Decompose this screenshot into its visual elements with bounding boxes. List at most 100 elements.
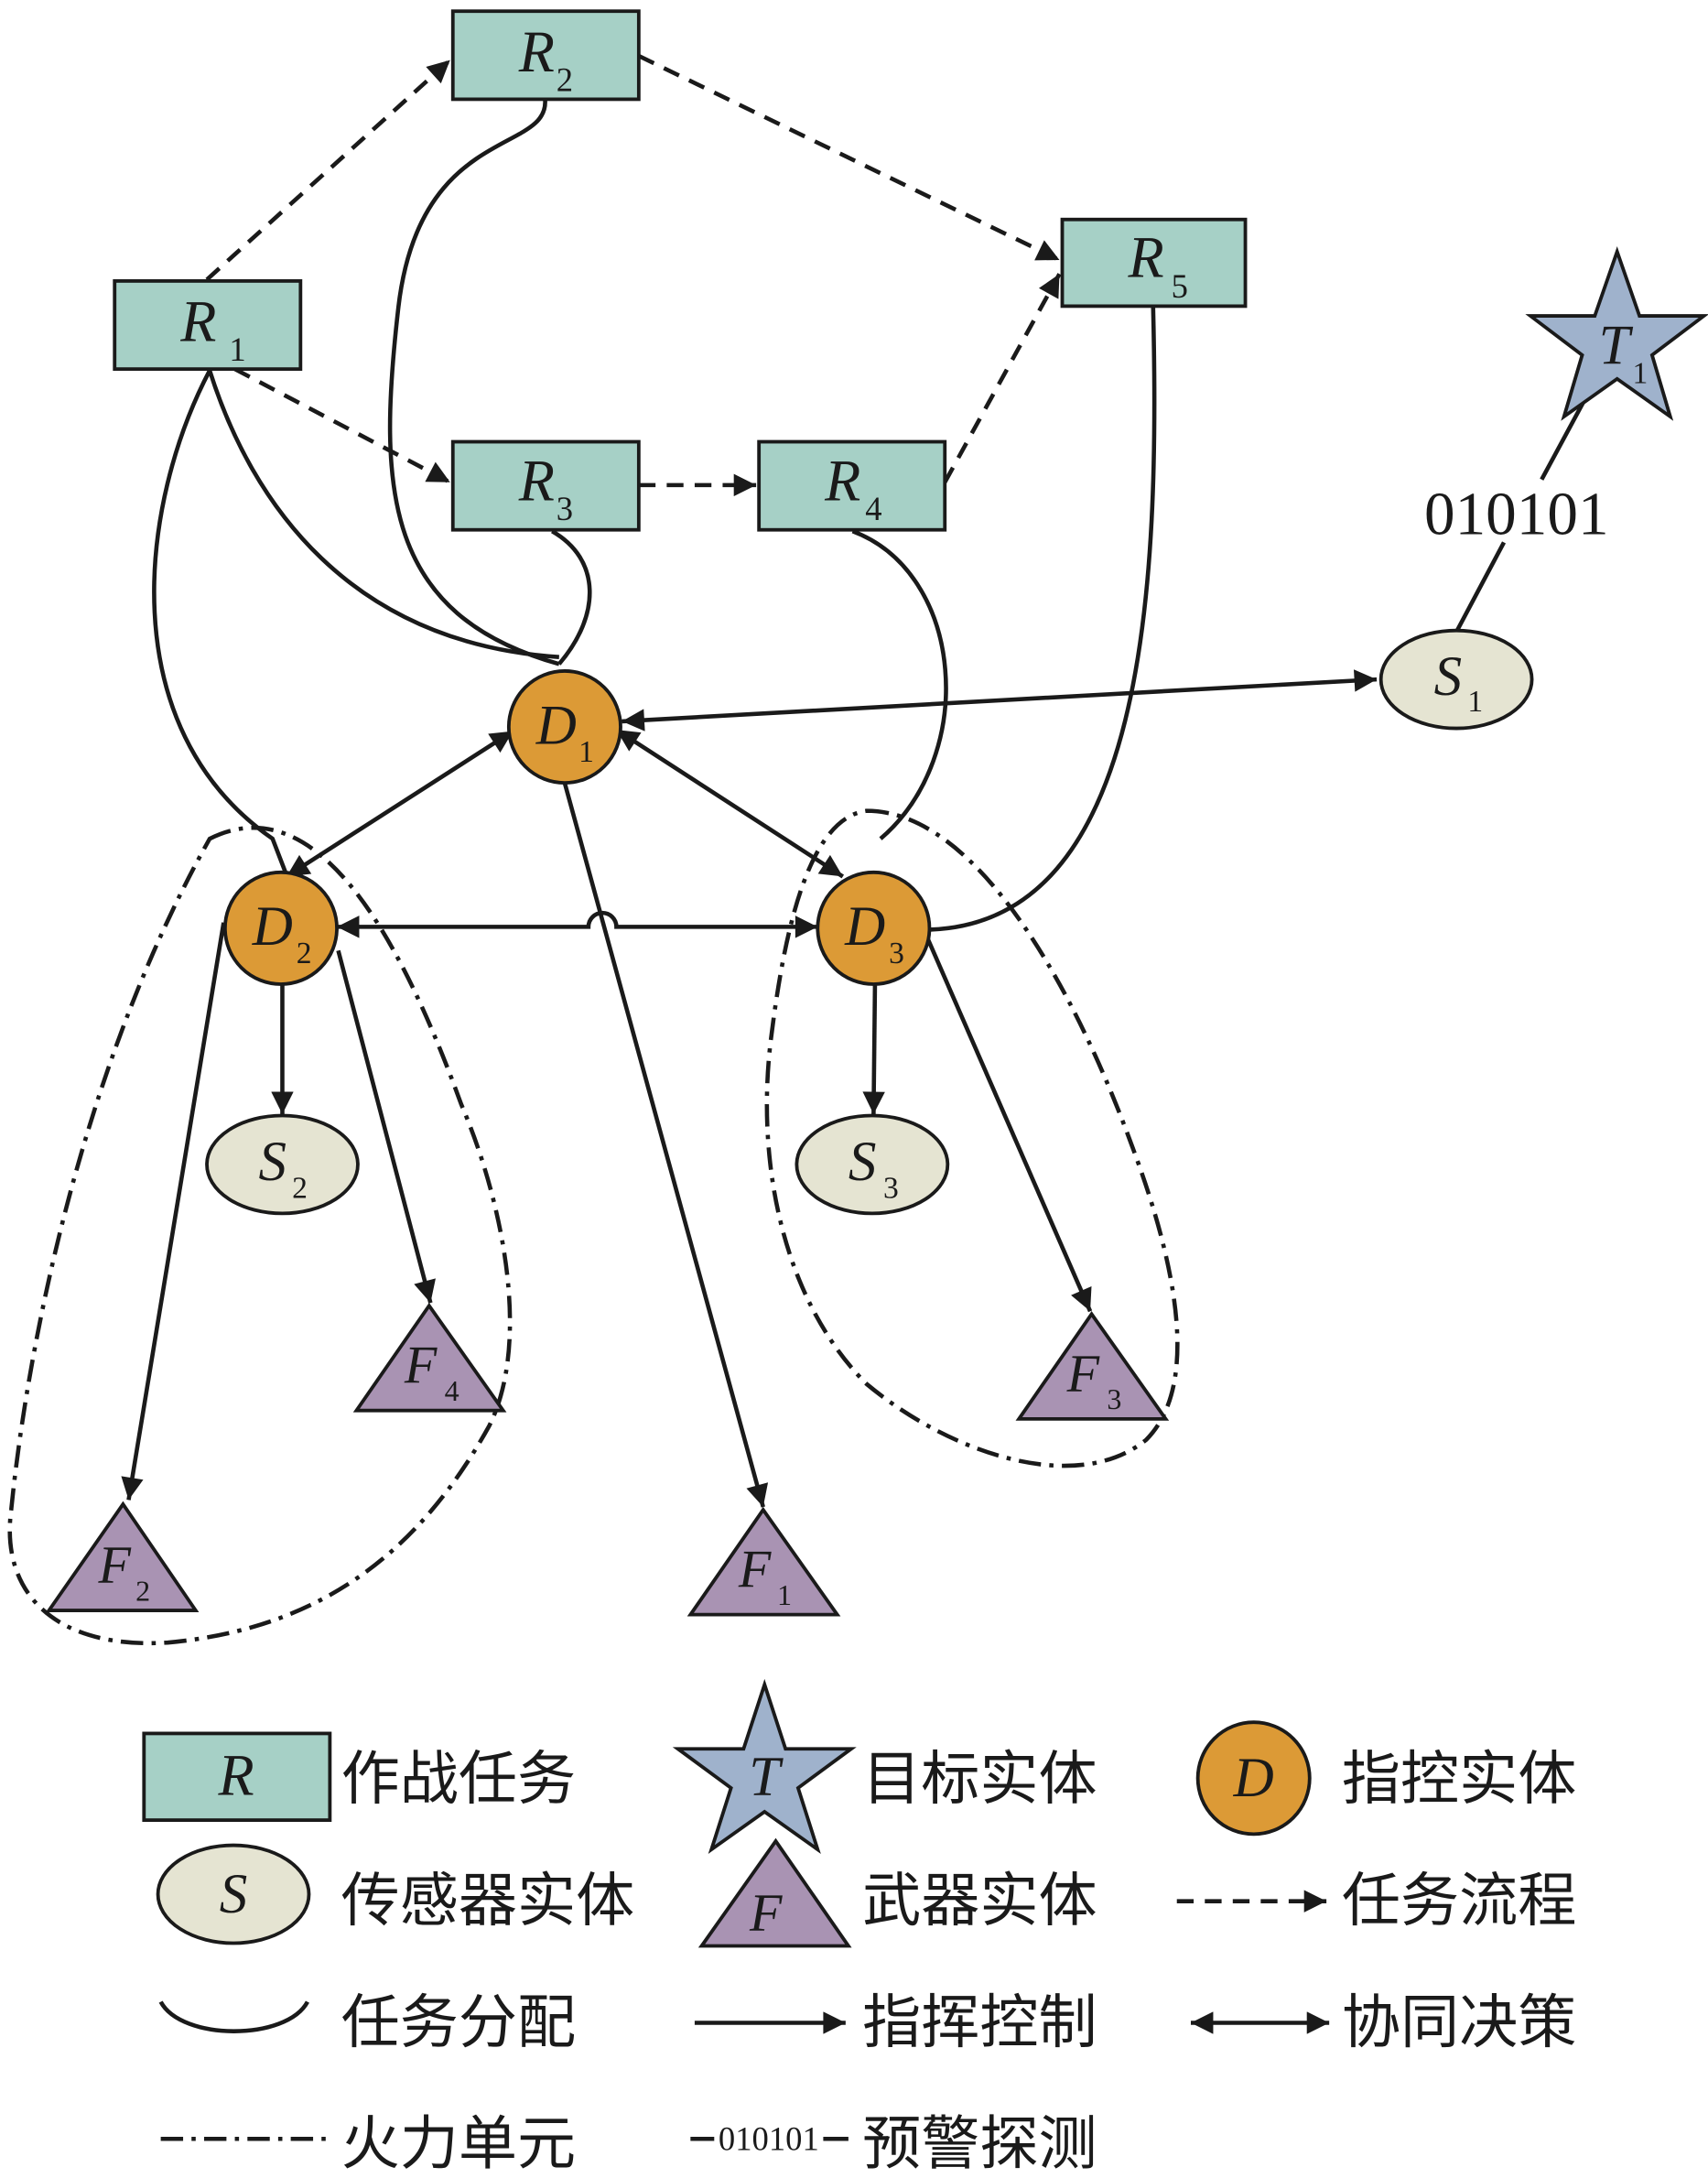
- node-r3-box: [450, 439, 641, 532]
- legend-task-symbol: R: [217, 1743, 254, 1808]
- node-s1-letter: S: [1434, 646, 1463, 708]
- command-nodes: D 1 D 2 D 3: [222, 669, 932, 986]
- node-f4[interactable]: F 4: [352, 1302, 507, 1413]
- node-f3-letter: F: [1066, 1343, 1100, 1403]
- node-d1-circle: [506, 669, 622, 786]
- node-s3-ellipse: [795, 1113, 950, 1216]
- assign-r1-d1: [207, 369, 559, 659]
- legend-fire-unit: 火力单元: [160, 2110, 576, 2178]
- node-r2-sub: 2: [557, 60, 573, 98]
- node-t1-sub: 1: [1633, 356, 1649, 390]
- node-r2[interactable]: R 2: [450, 9, 641, 102]
- legend-target-swatch: [672, 1678, 857, 1855]
- node-s1[interactable]: S 1: [1378, 628, 1534, 731]
- node-r3-letter: R: [518, 449, 555, 514]
- assign-r1-d2: [152, 369, 289, 876]
- legend-target: T 目标实体: [672, 1678, 1097, 1855]
- node-f3-triangle: [1015, 1311, 1170, 1421]
- legend-command-swatch: [1195, 1720, 1312, 1837]
- legend-sensor-symbol: S: [220, 1864, 248, 1925]
- legend-task: R 作战任务: [142, 1731, 577, 1823]
- legend-warning-label: 预警探测: [862, 2110, 1097, 2178]
- node-d1[interactable]: D 1: [506, 669, 622, 786]
- legend-target-label: 目标实体: [862, 1745, 1097, 1814]
- warning-edge: 010101: [1424, 390, 1609, 634]
- warning-signal-label: 010101: [1424, 479, 1609, 547]
- node-s3[interactable]: S 3: [795, 1113, 950, 1216]
- legend-task-assign: 任务分配: [158, 1988, 577, 2057]
- coop-d1-d2: [285, 729, 514, 879]
- command-d2-f4: [336, 949, 436, 1304]
- weapon-nodes: F 1 F 2 F 3 F 4: [45, 1302, 1170, 1617]
- legend-coop-decision-label: 协同决策: [1342, 1988, 1577, 2057]
- legend-task-assign-curve: [158, 2000, 309, 2033]
- legend-command-label: 指控实体: [1342, 1745, 1577, 1814]
- node-f2[interactable]: F 2: [45, 1501, 200, 1612]
- legend-sensor-swatch: [156, 1843, 311, 1945]
- legend: R 作战任务 T 目标实体 D 指控实体 S 传感器实体 F 武器实体 任务流程: [142, 1678, 1577, 2178]
- node-s1-sub: 1: [1467, 685, 1483, 719]
- command-d3-f3: [925, 938, 1093, 1313]
- node-r5-letter: R: [1128, 224, 1164, 289]
- node-r4[interactable]: R 4: [757, 439, 947, 532]
- assign-r3-d1: [551, 529, 592, 666]
- node-f1-letter: F: [738, 1539, 772, 1598]
- legend-task-label: 作战任务: [341, 1745, 577, 1814]
- legend-task-flow: 任务流程: [1176, 1867, 1577, 1935]
- node-r5[interactable]: R 5: [1060, 217, 1248, 309]
- node-s2-ellipse: [205, 1113, 360, 1216]
- warning-line-lower: [1454, 541, 1507, 634]
- node-s2-letter: S: [259, 1132, 287, 1193]
- legend-task-swatch: [142, 1731, 332, 1823]
- assign-r4-d3: [851, 529, 948, 840]
- node-f1[interactable]: F 1: [686, 1506, 841, 1617]
- node-r4-sub: 4: [865, 490, 881, 527]
- command-d2-f2: [121, 922, 226, 1501]
- legend-task-assign-label: 任务分配: [341, 1988, 577, 2057]
- node-d3[interactable]: D 3: [816, 870, 932, 986]
- node-d2-sub: 2: [297, 937, 312, 970]
- node-f4-letter: F: [404, 1335, 438, 1394]
- node-r3[interactable]: R 3: [450, 439, 641, 532]
- legend-command: D 指控实体: [1195, 1720, 1577, 1837]
- node-s2[interactable]: S 2: [205, 1113, 360, 1216]
- sensor-nodes: S 1 S 2 S 3: [205, 628, 1534, 1216]
- node-f2-triangle: [45, 1501, 200, 1612]
- node-r1[interactable]: R 1: [113, 279, 303, 372]
- node-t1[interactable]: T 1: [1525, 246, 1708, 421]
- coop-d2-d3: [337, 910, 818, 938]
- node-d3-circle: [816, 870, 932, 986]
- legend-weapon-label: 武器实体: [862, 1867, 1097, 1935]
- node-r1-box: [113, 279, 303, 372]
- task-flow-edges: [205, 54, 1062, 497]
- node-r1-sub: 1: [229, 330, 245, 368]
- legend-command-control-label: 指挥控制: [862, 1988, 1097, 2057]
- node-d2[interactable]: D 2: [222, 870, 339, 986]
- node-d2-letter: D: [252, 896, 293, 958]
- node-r2-letter: R: [518, 19, 555, 84]
- node-r5-box: [1060, 217, 1248, 309]
- legend-warning-symbol: 010101: [719, 2119, 819, 2157]
- node-s1-ellipse: [1378, 628, 1534, 731]
- legend-target-symbol: T: [749, 1747, 784, 1808]
- node-f1-sub: 1: [777, 1578, 792, 1611]
- node-f3[interactable]: F 3: [1015, 1311, 1170, 1421]
- legend-task-flow-label: 任务流程: [1342, 1867, 1577, 1935]
- edge-r4-r5: [943, 273, 1062, 483]
- assign-r2-d1: [387, 100, 560, 666]
- legend-warning: 010101 预警探测: [690, 2110, 1097, 2178]
- node-s3-letter: S: [849, 1132, 877, 1193]
- legend-command-control: 指挥控制: [694, 1988, 1097, 2057]
- task-nodes: R 1 R 2 R 3 R 4 R 5: [113, 9, 1248, 532]
- legend-weapon: F 武器实体: [697, 1837, 1097, 1948]
- fire-unit-boundary-d2: [7, 825, 513, 1646]
- legend-sensor-label: 传感器实体: [341, 1867, 635, 1935]
- node-t1-star: [1525, 246, 1708, 421]
- edge-r2-r5: [637, 54, 1061, 263]
- assign-r5-d3: [929, 306, 1157, 932]
- command-d1-s1: [622, 669, 1378, 731]
- node-r4-box: [757, 439, 947, 532]
- node-s3-sub: 3: [883, 1172, 899, 1206]
- node-d3-letter: D: [844, 896, 885, 958]
- node-f1-triangle: [686, 1506, 841, 1617]
